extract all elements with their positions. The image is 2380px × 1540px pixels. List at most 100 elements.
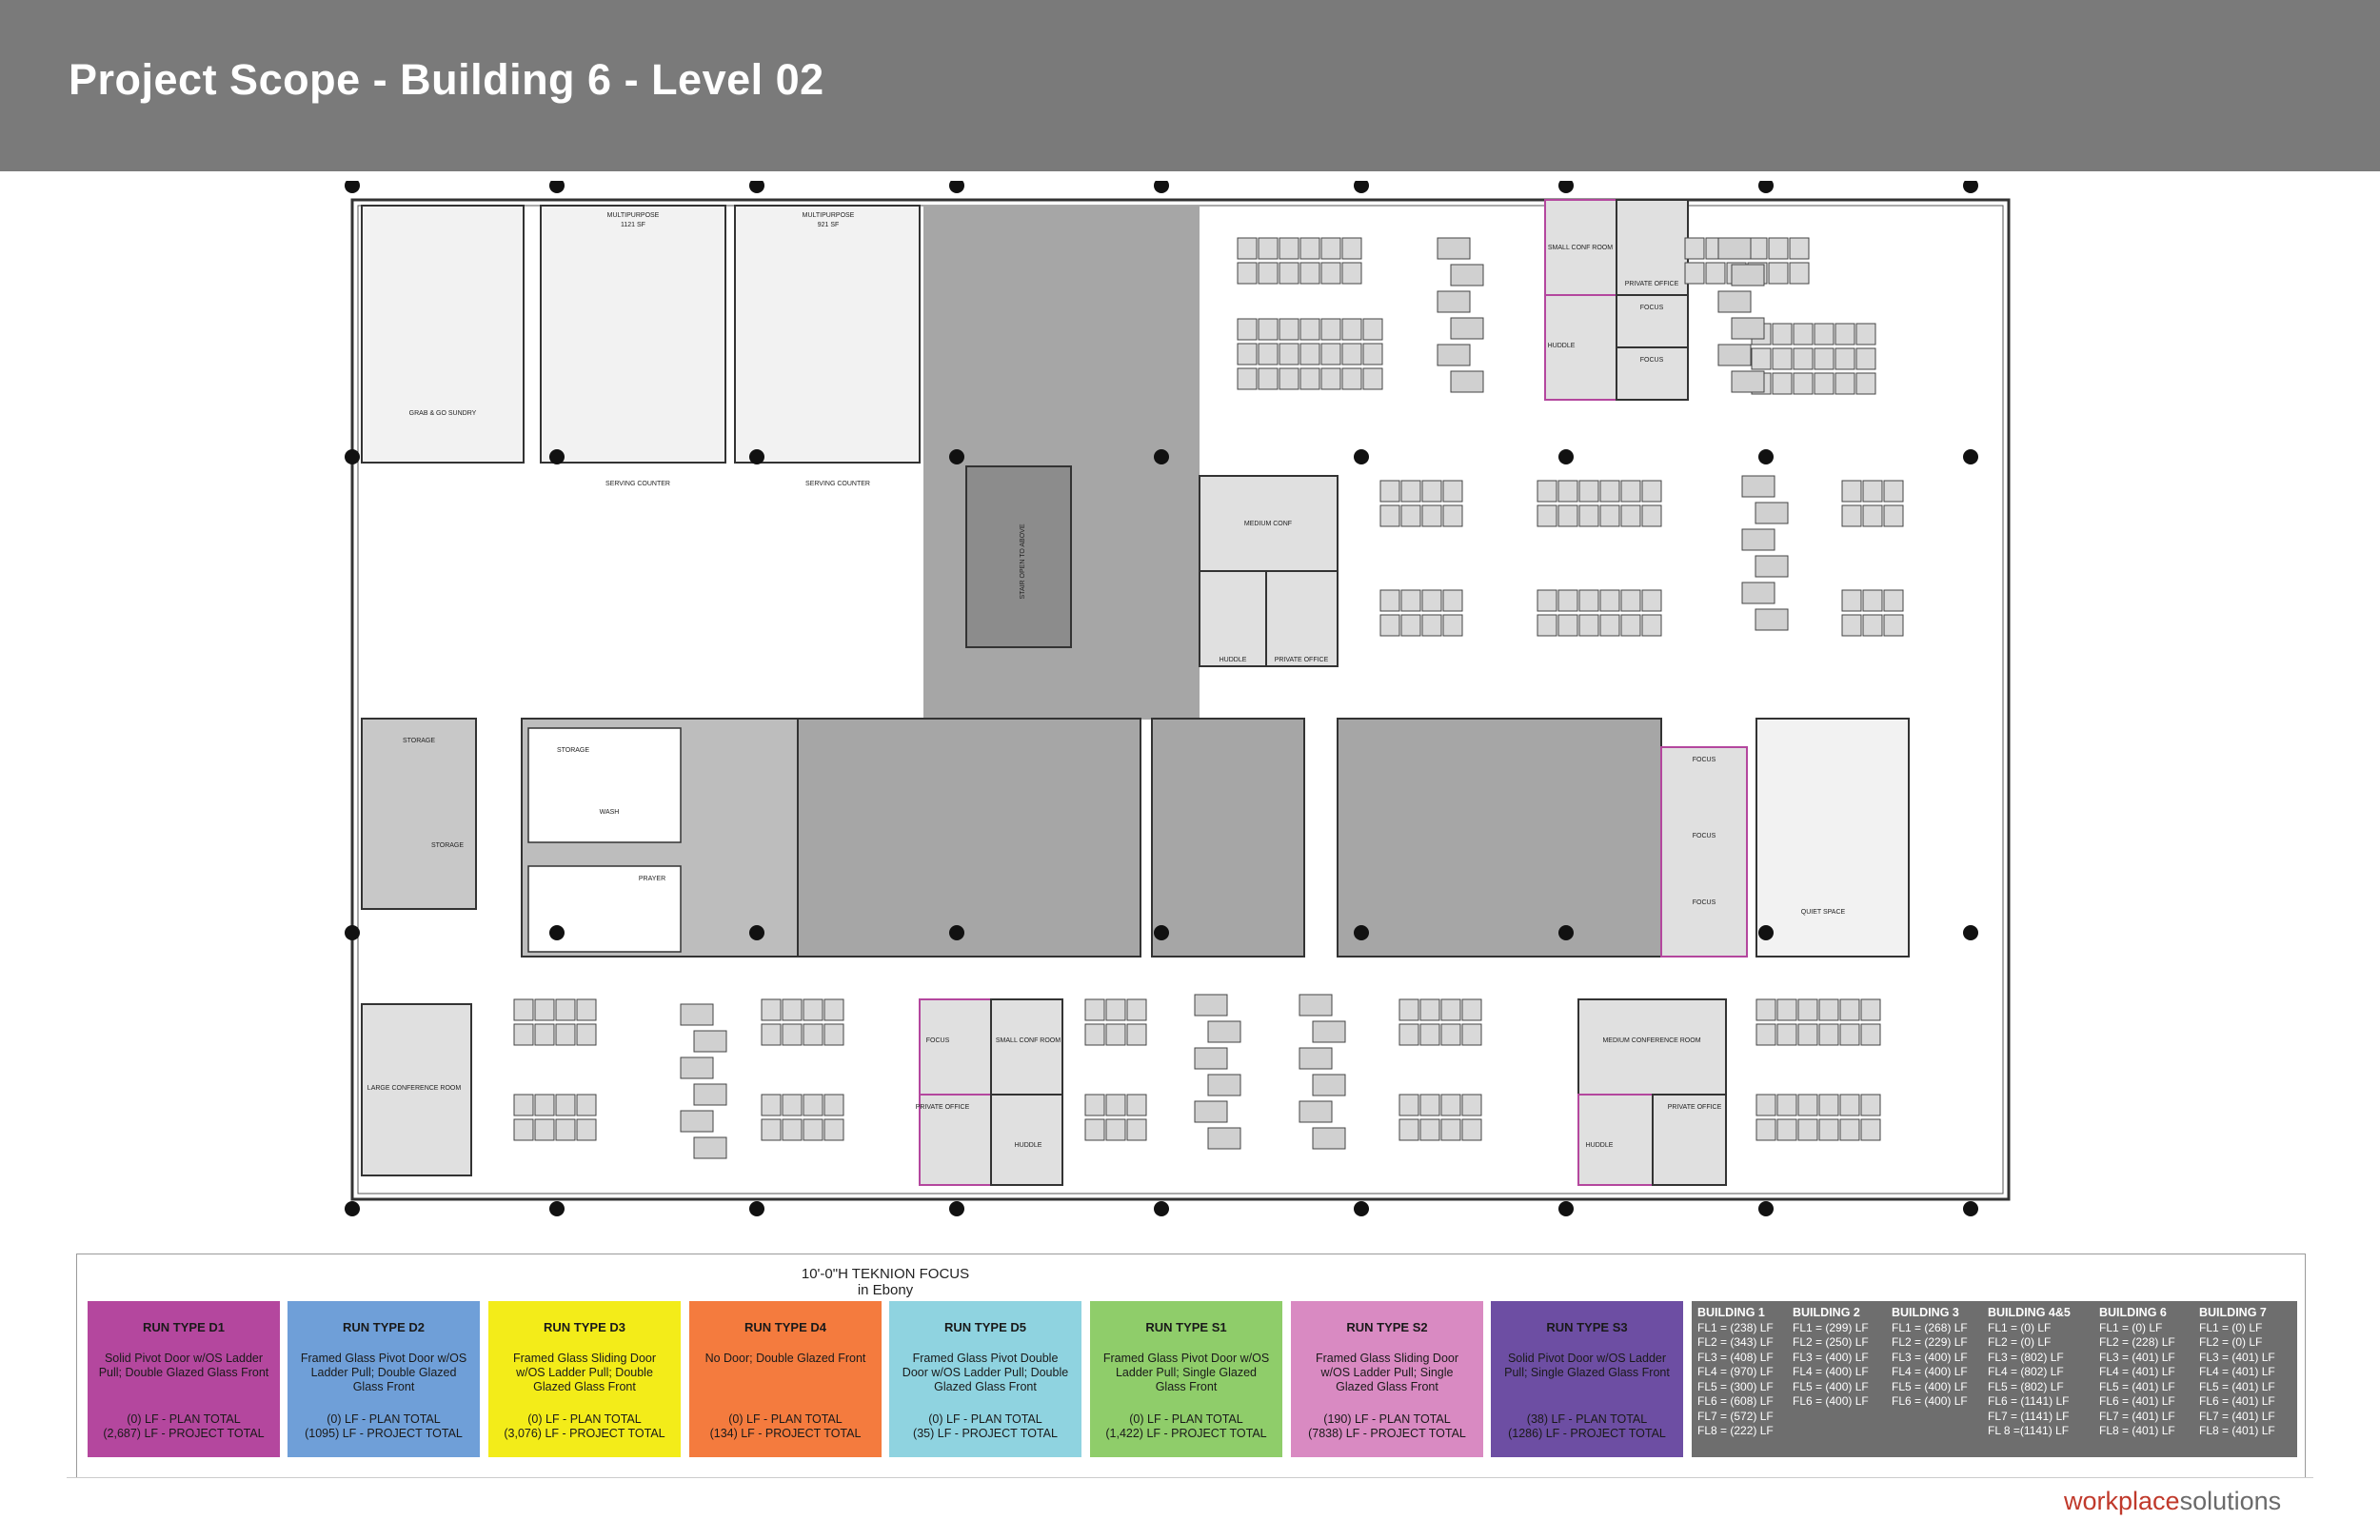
building-4-5-column: BUILDING 4&5 FL1 = (0) LF FL2 = (0) LF F… — [1988, 1306, 2071, 1439]
run-type-label: RUN TYPE D5 — [944, 1320, 1026, 1334]
workstation — [1578, 614, 1599, 637]
workstation — [1461, 1118, 1482, 1141]
structural-column — [1154, 181, 1169, 193]
workstation — [1768, 262, 1789, 285]
workstation — [1258, 237, 1279, 260]
workstation — [1400, 614, 1421, 637]
workstation — [1855, 347, 1876, 370]
building-name: BUILDING 7 — [2199, 1306, 2267, 1319]
workstation — [1320, 237, 1341, 260]
workstation — [1442, 480, 1463, 503]
workstation — [1772, 347, 1793, 370]
workstation — [1557, 504, 1578, 527]
private-office-1-label: PRIVATE OFFICE — [1275, 657, 1329, 663]
workstation — [555, 1118, 576, 1141]
small-conf-room-2 — [990, 998, 1063, 1096]
run-type-s1: RUN TYPE S1 Framed Glass Pivot Door w/OS… — [1090, 1301, 1282, 1457]
bench-workstation — [1741, 582, 1775, 604]
workstation — [1258, 318, 1279, 341]
workstation — [1279, 318, 1299, 341]
floor-total: FL5 = (802) LF — [1988, 1379, 2064, 1393]
brand-word-2: solutions — [2179, 1487, 2282, 1515]
structural-column — [345, 925, 360, 940]
run-project-total: (1,422) LF - PROJECT TOTAL — [1105, 1427, 1267, 1440]
legend-title: 10'-0"H TEKNION FOCUS in Ebony — [743, 1266, 1028, 1298]
run-type-s3: RUN TYPE S3 Solid Pivot Door w/OS Ladder… — [1491, 1301, 1683, 1457]
floor-total: FL7 = (401) LF — [2199, 1409, 2275, 1423]
workstation — [1797, 1023, 1818, 1046]
quiet-space-label: QUIET SPACE — [1801, 909, 1846, 916]
serving-counter-1: SERVING COUNTER — [605, 481, 670, 487]
workstation — [782, 1023, 803, 1046]
workstation — [1839, 1118, 1860, 1141]
floor-total: FL4 = (401) LF — [2099, 1365, 2175, 1378]
workstation — [1362, 318, 1383, 341]
workstation — [576, 1023, 597, 1046]
focus-1-label: FOCUS — [1640, 305, 1664, 311]
floor-total: FL3 = (802) LF — [1988, 1350, 2064, 1364]
workstation — [803, 1023, 823, 1046]
workstation — [1279, 343, 1299, 365]
focus-room-2 — [1616, 346, 1689, 401]
workstation — [1755, 1118, 1776, 1141]
workstation — [1400, 504, 1421, 527]
multipurpose-2-sf: 921 SF — [818, 222, 840, 228]
workstation — [1126, 998, 1147, 1021]
floor-total: FL5 = (400) LF — [1793, 1379, 1869, 1393]
workstation — [761, 998, 782, 1021]
elevator-core — [797, 718, 1141, 958]
bench-workstation — [1312, 1074, 1346, 1096]
multipurpose-1-label: MULTIPURPOSE — [607, 212, 660, 219]
huddle-1-label: HUDDLE — [1220, 657, 1247, 663]
run-type-desc: Solid Pivot Door w/OS Ladder Pull; Doubl… — [98, 1352, 269, 1379]
run-type-label: RUN TYPE S3 — [1546, 1320, 1628, 1334]
prayer-label: PRAYER — [639, 876, 665, 882]
floor-total: FL4 = (401) LF — [2199, 1365, 2275, 1378]
floor-plan-drawing: GRAB & GO SUNDRY MULTIPURPOSE 1121 SF MU… — [345, 181, 2011, 1216]
floor-total: FL8 = (222) LF — [1697, 1424, 1774, 1437]
structural-column — [1354, 925, 1369, 940]
bench-workstation — [1437, 237, 1471, 260]
workstation — [1341, 237, 1362, 260]
floor-total: FL4 = (400) LF — [1892, 1365, 1968, 1378]
structural-column — [749, 181, 764, 193]
workstation — [1126, 1023, 1147, 1046]
run-plan-total: (0) LF - PLAN TOTAL — [1129, 1412, 1243, 1426]
structural-column — [949, 449, 964, 464]
structural-column — [1354, 1201, 1369, 1216]
workstation — [513, 1118, 534, 1141]
workstation — [1537, 614, 1557, 637]
workstation — [1442, 614, 1463, 637]
workstation — [1258, 262, 1279, 285]
workstation — [1126, 1118, 1147, 1141]
bench-workstation — [1207, 1020, 1241, 1043]
workstation — [1557, 589, 1578, 612]
private-office-4 — [1652, 1094, 1727, 1186]
multipurpose-room-2 — [734, 205, 921, 464]
storage-core — [361, 718, 477, 910]
workstation — [1772, 323, 1793, 346]
workstation — [1440, 1094, 1461, 1116]
huddle-2-label: HUDDLE — [1548, 343, 1576, 349]
workstation — [1084, 1023, 1105, 1046]
workstation — [1421, 614, 1442, 637]
workstation — [823, 1094, 844, 1116]
workstation — [1835, 372, 1855, 395]
structural-column — [1154, 925, 1169, 940]
floor-total: FL6 = (401) LF — [2099, 1394, 2175, 1408]
workstation — [555, 1023, 576, 1046]
floor-total: FL5 = (300) LF — [1697, 1379, 1774, 1393]
structural-column — [1558, 449, 1574, 464]
medium-conf-room — [1199, 475, 1339, 572]
workstation — [1684, 262, 1705, 285]
bench-workstation — [1450, 317, 1484, 340]
bench-workstation — [1731, 370, 1765, 393]
bench-workstation — [1299, 1100, 1333, 1123]
workstation — [1641, 589, 1662, 612]
workstation — [1772, 372, 1793, 395]
workstation — [1641, 504, 1662, 527]
workstation — [1440, 1023, 1461, 1046]
workstation — [823, 998, 844, 1021]
workstation — [1620, 504, 1641, 527]
workstation — [1818, 1094, 1839, 1116]
